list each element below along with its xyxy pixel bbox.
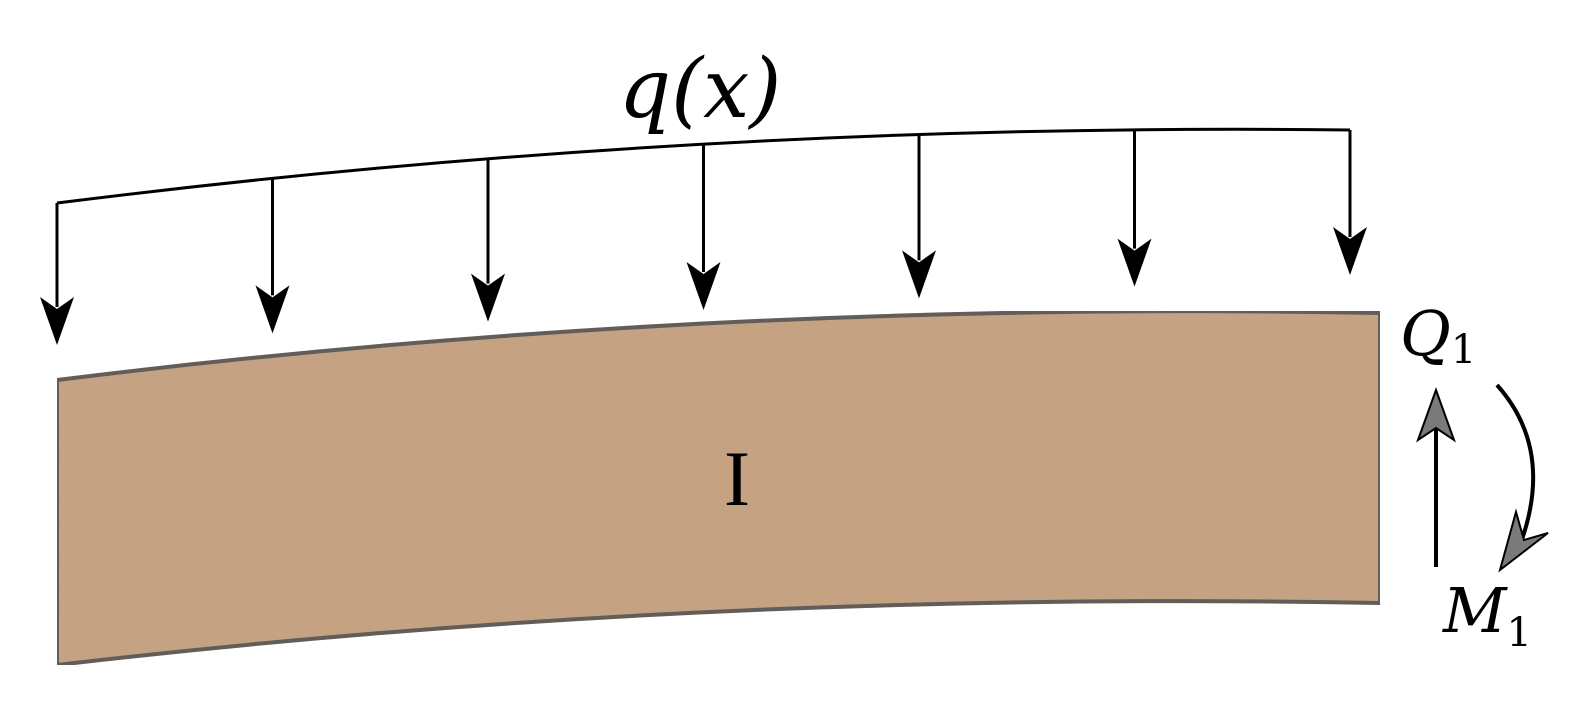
beam-segment <box>55 309 1382 668</box>
moment-subscript: 1 <box>1506 610 1531 656</box>
load-distribution-curve <box>56 127 1351 205</box>
load-arrow-head <box>686 262 721 310</box>
load-arrow-head <box>902 250 936 299</box>
shear-force-subscript: 1 <box>1451 327 1476 373</box>
load-arrows <box>40 129 1367 345</box>
shear-force-label: Q1 <box>1400 297 1476 373</box>
load-arrow-head <box>471 273 505 322</box>
load-arrow-head <box>40 297 74 345</box>
shear-arrow-head <box>1416 387 1456 443</box>
beam-label: I <box>724 435 750 522</box>
moment-symbol: M <box>1442 574 1508 647</box>
moment-arrow <box>1495 383 1549 573</box>
load-arrow-head <box>1117 238 1152 287</box>
moment-arrow-head <box>1498 508 1549 573</box>
shear-force-symbol: Q <box>1400 297 1451 370</box>
load-arrow-head <box>1333 227 1367 275</box>
load-label: q(x) <box>619 42 782 137</box>
load-arrow-head <box>255 285 290 334</box>
shear-force-arrow <box>1416 387 1456 567</box>
moment-label: M1 <box>1442 574 1532 656</box>
